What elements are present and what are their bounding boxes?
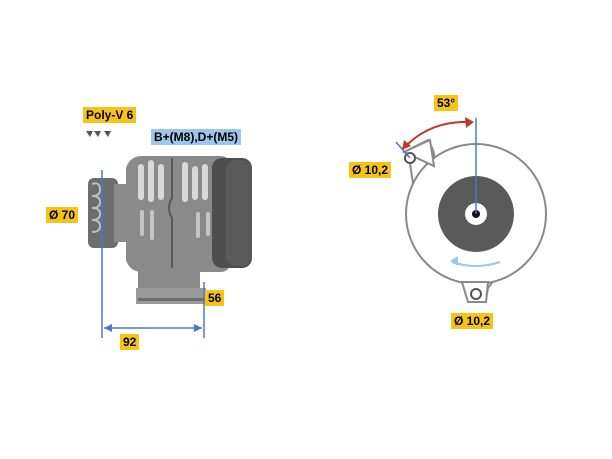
height-dimension-label: 56 [205,290,225,306]
angle-arc [403,120,473,149]
pulley [88,178,126,248]
alternator-housing [126,156,252,272]
lower-hole-diameter-label: Ø 10,2 [451,313,494,329]
length-dimension-label: 92 [120,334,140,350]
pulley-diameter-label: Ø 70 [46,207,79,223]
belt-type-label: Poly-V 6 [83,107,137,123]
dimension-arrowheads [104,324,202,332]
terminal-label: B+(M8),D+(M5) [151,129,242,145]
belt-groove-icon [86,131,111,137]
angle-label: 53° [434,95,459,111]
lower-mount-hole [470,288,482,300]
side-view [86,131,252,338]
front-view [395,117,547,303]
side-dimension-lines [101,170,205,338]
mounting-foot [136,268,206,304]
upper-hole-diameter-label: Ø 10,2 [349,162,392,178]
